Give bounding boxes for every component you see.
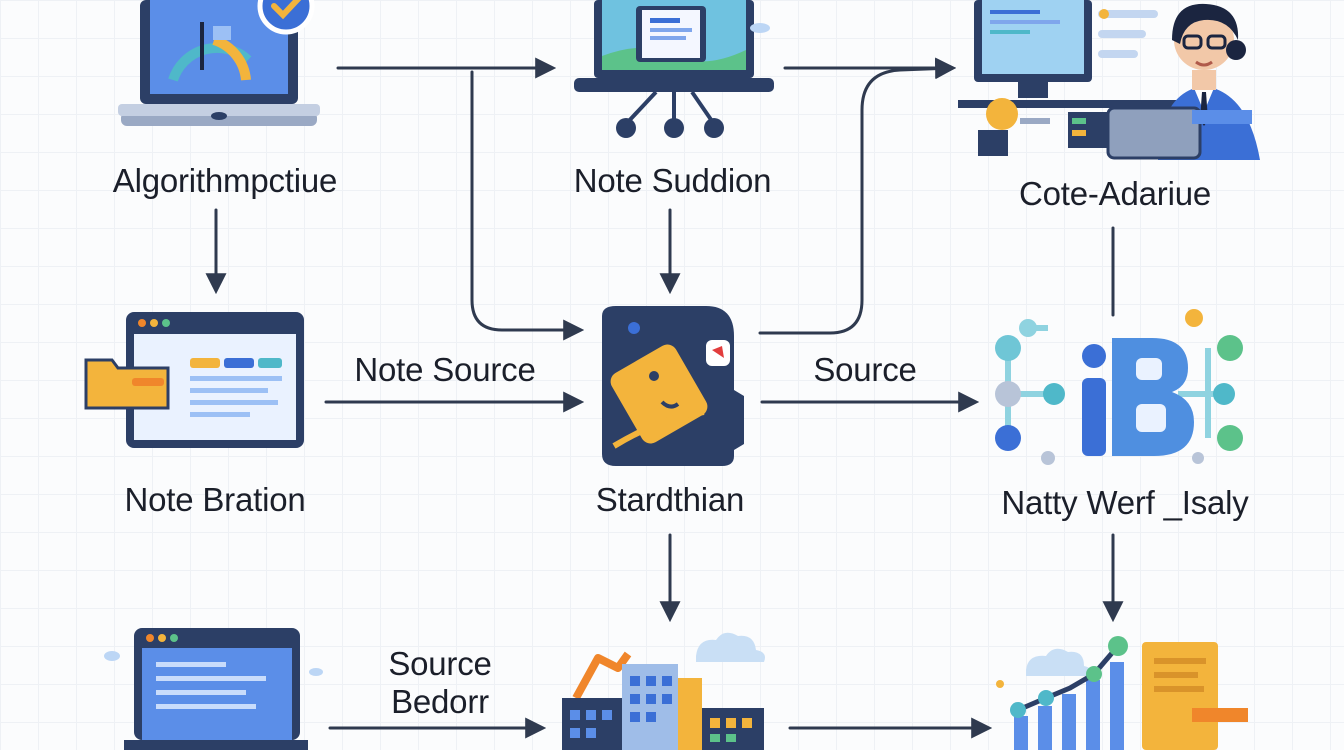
node-label-natty-werf: Natty Werf _Isaly (1001, 484, 1249, 521)
edge-label-source-bedorr-line2: Bedorr (391, 683, 489, 720)
network-graph-icon (995, 309, 1243, 465)
network-laptop-icon (574, 0, 774, 138)
edge-label-source-bedorr-line1: Source (388, 645, 492, 682)
edge-label-note-source: Note Source (354, 351, 536, 388)
browser-folder-icon (84, 312, 304, 448)
growth-chart-icon (996, 636, 1248, 750)
central-device-icon (602, 306, 744, 466)
arrow-branch-to-stardthian (470, 70, 585, 341)
arrow-stardthian-to-cote (758, 58, 957, 335)
edge-label-source: Source (813, 351, 917, 388)
node-label-note-suddion: Note Suddion (573, 162, 772, 199)
gauge-laptop-icon (118, 0, 320, 126)
workstation-person-icon (958, 0, 1260, 160)
node-label-note-bration: Note Bration (124, 481, 306, 518)
city-buildings-icon (562, 632, 765, 750)
node-label-algorithm: Algorithmpctiue (112, 162, 338, 199)
node-label-cote-adariue: Cote-Adariue (1018, 175, 1212, 212)
node-label-stardthian: Stardthian (595, 481, 745, 518)
code-laptop-icon (104, 628, 323, 750)
